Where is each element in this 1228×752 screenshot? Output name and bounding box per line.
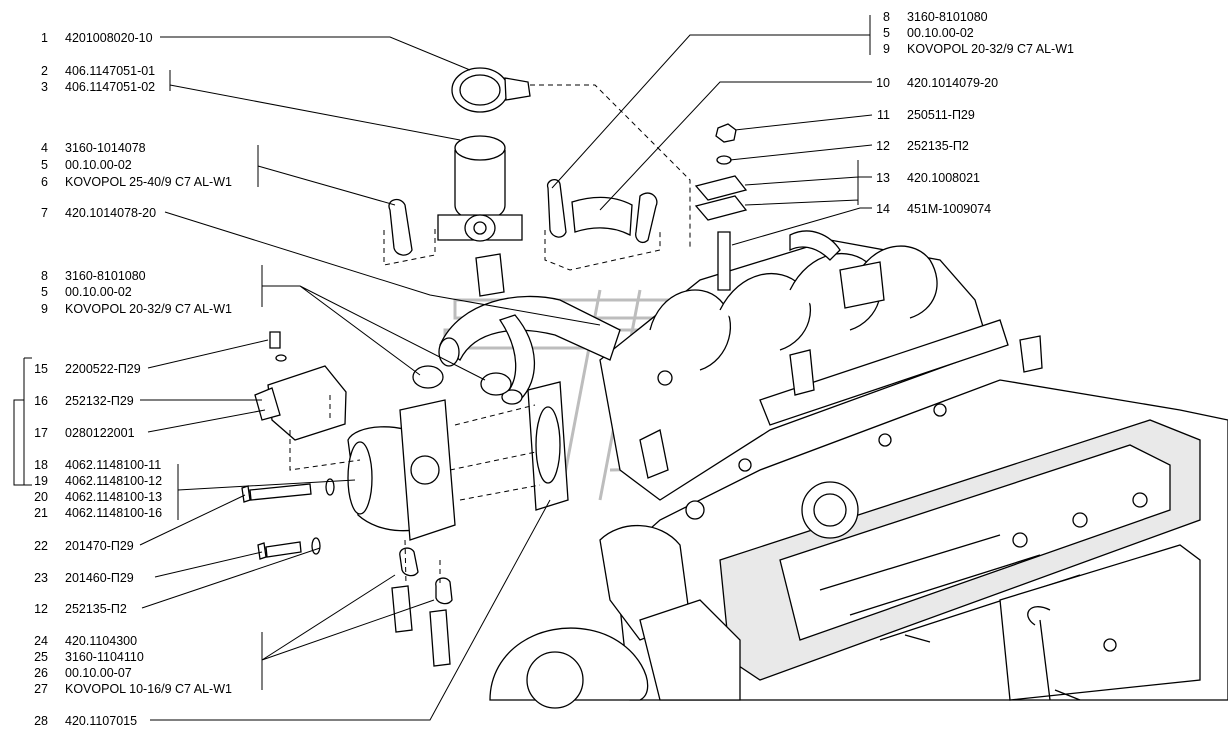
callout-code: 3160-1104110 — [65, 650, 144, 664]
callout-number: 5 — [41, 285, 48, 299]
callout-code: 252132-П29 — [65, 394, 134, 408]
callout-code: 00.10.00-02 — [907, 26, 974, 40]
callout-code: KOVOPOL 20-32/9 C7 AL-W1 — [65, 302, 232, 316]
callout-code: 4062.1148100-12 — [65, 474, 162, 488]
callout-number: 17 — [34, 426, 48, 440]
callout-code: KOVOPOL 20-32/9 C7 AL-W1 — [907, 42, 1074, 56]
assembly-lines — [289, 84, 691, 586]
callout-code: 3160-1014078 — [65, 141, 146, 155]
callout-number: 7 — [41, 206, 48, 220]
callout-code: 451M-1009074 — [907, 202, 991, 216]
exploded-parts — [241, 67, 748, 667]
callout-code: 252135-П2 — [65, 602, 127, 616]
callout-number: 8 — [41, 269, 48, 283]
callout-code: 2200522-П29 — [65, 362, 141, 376]
callout-code: 4062.1148100-16 — [65, 506, 162, 520]
callout-code: KOVOPOL 10-16/9 C7 AL-W1 — [65, 682, 232, 696]
callout-code: 420.1014078-20 — [65, 206, 156, 220]
callout-number: 9 — [883, 42, 890, 56]
callout-number: 20 — [34, 490, 48, 504]
callout-number: 15 — [34, 362, 48, 376]
callout-number: 14 — [876, 202, 890, 216]
callout-number: 3 — [41, 80, 48, 94]
callout-labels: 1 4201008020-10 2 406.1147051-01 3 406.1… — [34, 10, 1074, 728]
callout-number: 10 — [876, 76, 890, 90]
callout-code: 4062.1148100-11 — [65, 458, 161, 472]
callout-code: 406.1147051-02 — [65, 80, 155, 94]
callout-code: 4201008020-10 — [65, 31, 153, 45]
callout-number: 11 — [877, 108, 890, 122]
callout-number: 24 — [34, 634, 48, 648]
callout-number: 18 — [34, 458, 48, 472]
callout-code: 252135-П2 — [907, 139, 969, 153]
callout-number: 21 — [34, 506, 48, 520]
callout-code: 406.1147051-01 — [65, 64, 155, 78]
callout-code: 201470-П29 — [65, 539, 134, 553]
callout-code: 00.10.00-07 — [65, 666, 132, 680]
callout-number: 16 — [34, 394, 48, 408]
callout-number: 19 — [34, 474, 48, 488]
callout-number: 5 — [41, 158, 48, 172]
callout-number: 6 — [41, 175, 48, 189]
callout-code: 420.1014079-20 — [907, 76, 998, 90]
callout-number: 1 — [41, 31, 48, 45]
callout-code: 4062.1148100-13 — [65, 490, 162, 504]
coolant-pipe — [438, 295, 621, 405]
callout-number: 9 — [41, 302, 48, 316]
callout-number: 25 — [34, 650, 48, 664]
callout-number: 4 — [41, 141, 48, 155]
engine-block — [489, 335, 1228, 709]
callout-number: 8 — [883, 10, 890, 24]
callout-code: 3160-8101080 — [907, 10, 988, 24]
callout-code: 00.10.00-02 — [65, 158, 132, 172]
callout-number: 12 — [876, 139, 890, 153]
callout-code: 201460-П29 — [65, 571, 134, 585]
callout-code: 00.10.00-02 — [65, 285, 132, 299]
leader-lines — [13, 15, 873, 721]
callout-number: 23 — [34, 571, 48, 585]
callout-number: 27 — [34, 682, 48, 696]
callout-code: KOVOPOL 25-40/9 C7 AL-W1 — [65, 175, 232, 189]
intake-manifold — [599, 230, 1009, 501]
callout-number: 2 — [41, 64, 48, 78]
callout-code: 250511-П29 — [907, 108, 975, 122]
callout-number: 5 — [883, 26, 890, 40]
callout-number: 12 — [34, 602, 48, 616]
callout-number: 26 — [34, 666, 48, 680]
callout-number: 13 — [876, 171, 890, 185]
callout-code: 420.1107015 — [65, 714, 137, 728]
callout-code: 420.1104300 — [65, 634, 137, 648]
callout-number: 22 — [34, 539, 48, 553]
callout-code: 420.1008021 — [907, 171, 980, 185]
callout-code: 0280122001 — [65, 426, 135, 440]
callout-number: 28 — [34, 714, 48, 728]
callout-code: 3160-8101080 — [65, 269, 146, 283]
